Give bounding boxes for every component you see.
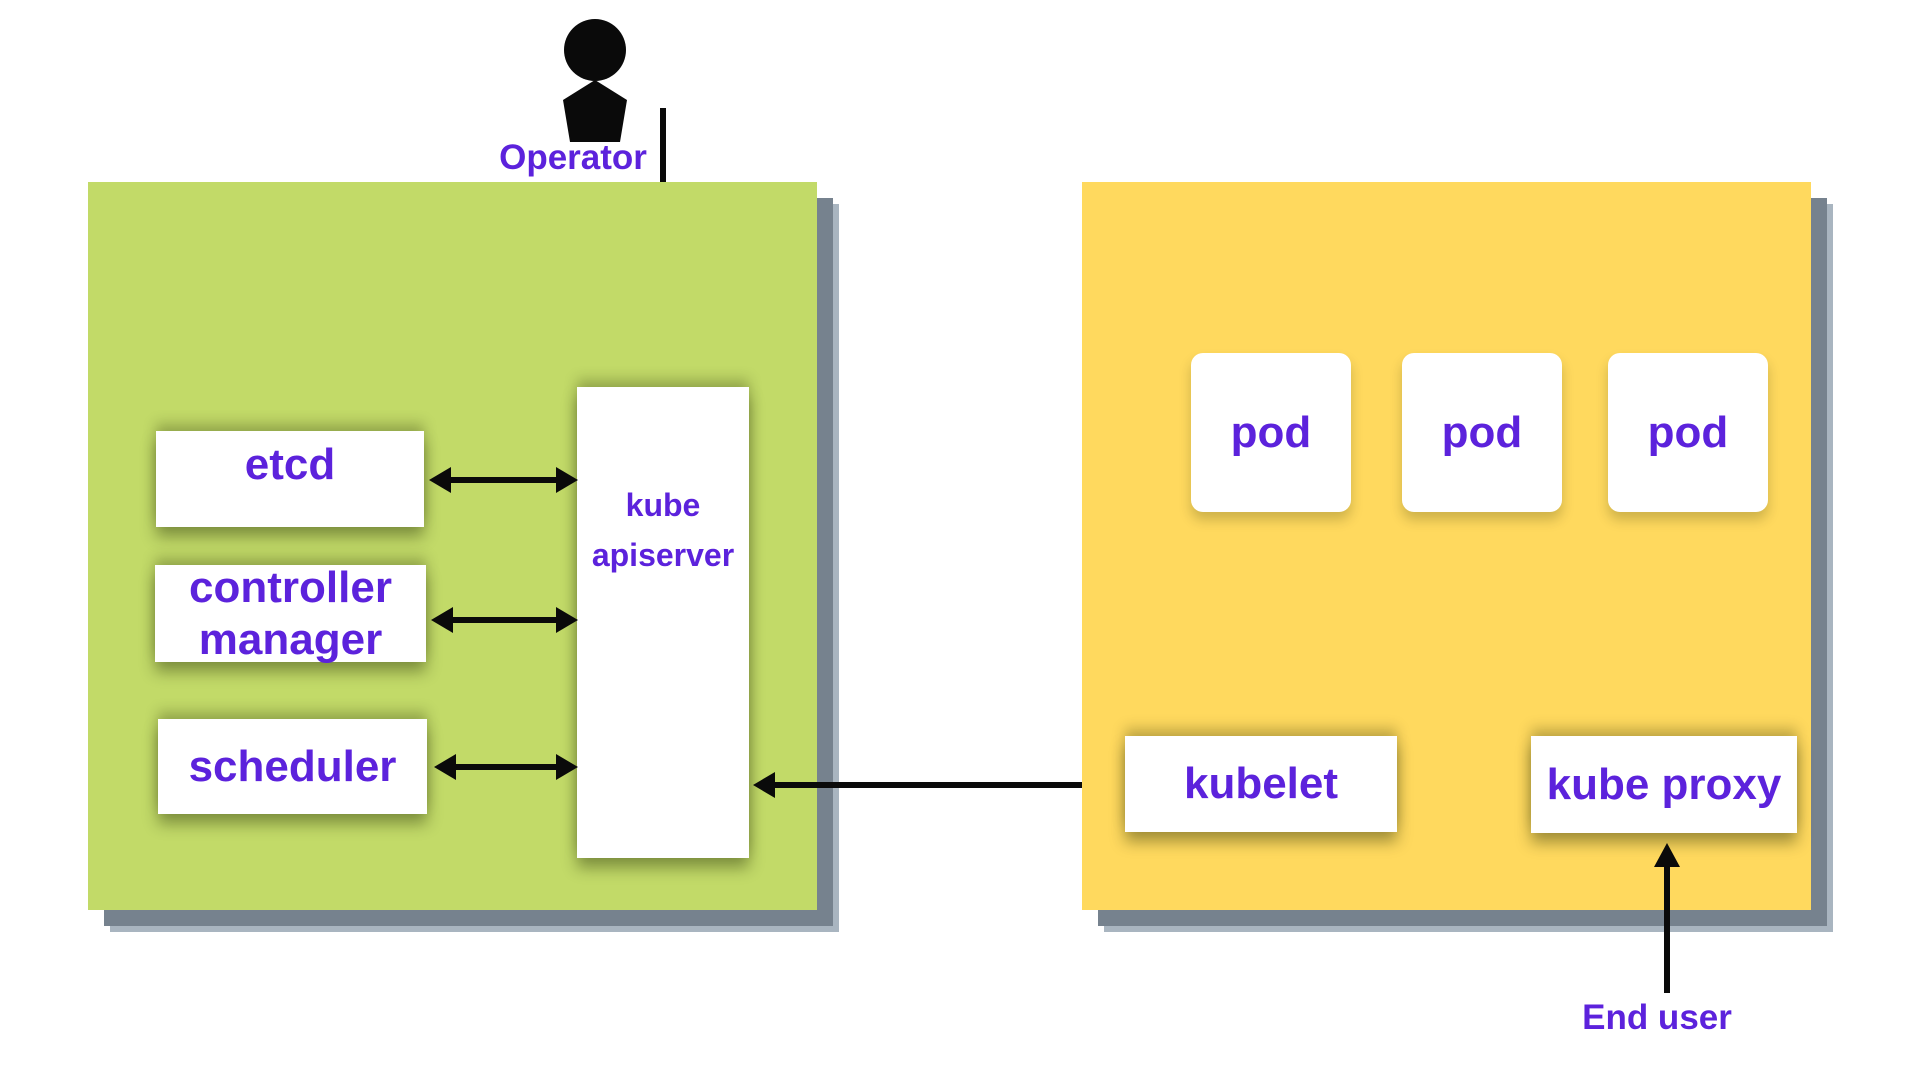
arrowhead-right-icon [556, 607, 578, 633]
arrowhead-right-icon [556, 467, 578, 493]
kubelet-label: kubelet [1183, 759, 1339, 808]
operator-person-icon [563, 19, 627, 142]
kube-proxy-label: kube proxy [1546, 759, 1782, 809]
arrow-line [445, 477, 562, 483]
arrow-apiserver-kubelet [753, 772, 1122, 798]
etcd-label: etcd [244, 440, 336, 489]
kube-apiserver-label: kube apiserver [577, 480, 749, 580]
arrow-scheduler-apiserver [434, 754, 578, 780]
arrow-line [769, 782, 1106, 788]
arrowhead-left-icon [753, 772, 775, 798]
pod-box: pod [1402, 353, 1562, 512]
end-user-label: End user [1582, 998, 1732, 1037]
etcd-box: etcd [156, 431, 424, 527]
kube-apiserver-box: kube apiserver [577, 387, 749, 858]
kube-apiserver-label-line1: kube [625, 487, 701, 523]
operator-label: Operator [499, 138, 647, 177]
kubelet-box: kubelet [1125, 736, 1397, 832]
arrow-enduser-to-kubeproxy [1654, 843, 1680, 993]
arrow-line [447, 617, 562, 623]
arrowhead-left-icon [429, 467, 451, 493]
pod-box: pod [1191, 353, 1351, 512]
controller-manager-label: controller manager [189, 562, 392, 664]
pod-label: pod [1647, 407, 1729, 457]
arrowhead-right-icon [556, 754, 578, 780]
pod-box: pod [1608, 353, 1768, 512]
scheduler-box: scheduler [158, 719, 427, 814]
controller-manager-box: controller manager [155, 563, 426, 664]
arrowhead-up-icon [1654, 843, 1680, 867]
kube-apiserver-label-line2: apiserver [591, 537, 735, 573]
kube-proxy-box: kube proxy [1531, 736, 1797, 833]
arrow-controller-manager-apiserver [431, 607, 578, 633]
arrowhead-left-icon [434, 754, 456, 780]
arrowhead-left-icon [431, 607, 453, 633]
arrow-line [1664, 865, 1670, 993]
pod-label: pod [1441, 407, 1523, 457]
scheduler-label: scheduler [188, 741, 397, 791]
pod-label: pod [1230, 407, 1312, 457]
arrow-etcd-apiserver [429, 467, 578, 493]
arrow-line [450, 764, 562, 770]
